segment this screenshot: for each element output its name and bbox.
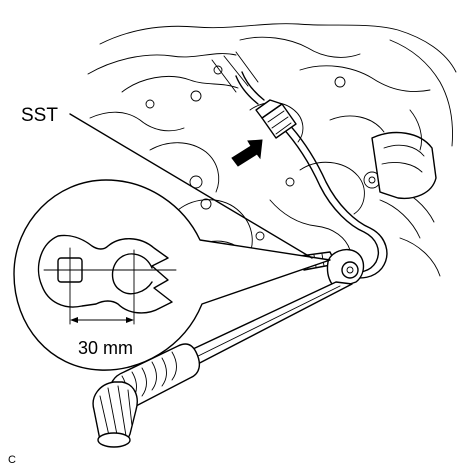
dimension-label: 30 mm <box>78 338 133 358</box>
magnified-detail <box>13 179 331 371</box>
sst-leader-line <box>69 113 313 259</box>
torque-wrench <box>92 281 353 448</box>
wrench-head-outline <box>37 234 173 314</box>
sensor-harness <box>235 71 388 279</box>
sst-socket <box>326 248 365 289</box>
sst-label: SST <box>21 105 58 126</box>
corner-code: C <box>8 454 16 466</box>
harness-connector <box>255 99 297 139</box>
direction-arrow <box>231 139 263 167</box>
flare-opening <box>111 253 153 295</box>
